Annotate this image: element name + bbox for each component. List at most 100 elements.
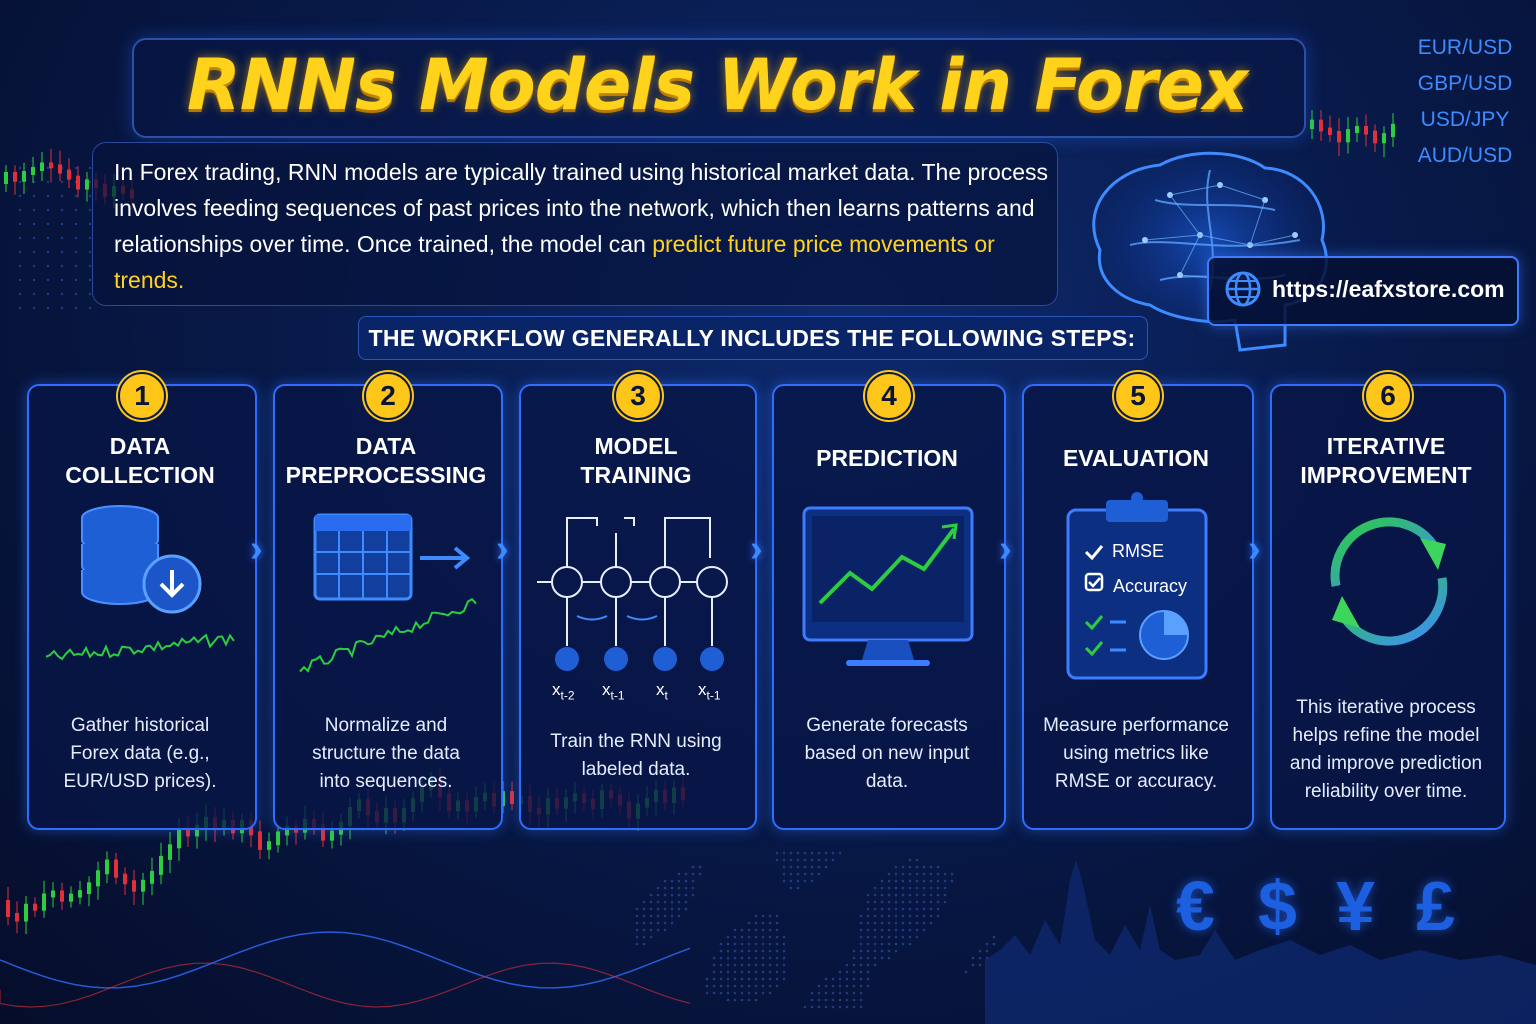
map-dot bbox=[663, 879, 667, 883]
map-dot bbox=[866, 977, 870, 981]
map-dot bbox=[726, 942, 730, 946]
grid-dot bbox=[88, 166, 92, 170]
map-dot bbox=[642, 914, 646, 918]
grid-dot bbox=[60, 278, 64, 282]
step-title-line: DATA bbox=[109, 433, 171, 459]
map-dot bbox=[922, 928, 926, 932]
map-dot bbox=[852, 991, 856, 995]
grid-dot bbox=[46, 208, 50, 212]
grid-dot bbox=[32, 292, 36, 296]
candle-body bbox=[69, 893, 73, 902]
map-dot bbox=[978, 963, 982, 967]
map-dot bbox=[901, 907, 905, 911]
map-dot bbox=[894, 879, 898, 883]
map-dot bbox=[894, 872, 898, 876]
map-dot bbox=[796, 865, 800, 869]
map-dot bbox=[649, 893, 653, 897]
map-dot bbox=[719, 963, 723, 967]
map-dot bbox=[726, 963, 730, 967]
map-dot bbox=[838, 851, 842, 855]
map-dot bbox=[775, 956, 779, 960]
map-dot bbox=[677, 900, 681, 904]
candle-body bbox=[195, 824, 199, 837]
grid-dot bbox=[60, 222, 64, 226]
step-number-badge: 6 bbox=[1364, 372, 1412, 420]
chevron-right-icon: › bbox=[1248, 528, 1261, 570]
grid-dot bbox=[18, 236, 22, 240]
intro-panel bbox=[92, 142, 1058, 306]
grid-dot bbox=[88, 236, 92, 240]
map-dot bbox=[845, 963, 849, 967]
map-dot bbox=[929, 865, 933, 869]
grid-dot bbox=[32, 194, 36, 198]
map-dot bbox=[663, 928, 667, 932]
map-dot bbox=[684, 886, 688, 890]
map-dot bbox=[887, 949, 891, 953]
map-dot bbox=[796, 886, 800, 890]
currency-pair: EUR/USD bbox=[1417, 36, 1513, 59]
candle-body bbox=[33, 903, 37, 911]
map-dot bbox=[887, 872, 891, 876]
map-dot bbox=[649, 907, 653, 911]
map-dot bbox=[817, 858, 821, 862]
map-dot bbox=[880, 907, 884, 911]
map-dot bbox=[943, 900, 947, 904]
map-dot bbox=[712, 963, 716, 967]
rnn-input-symbol: x bbox=[552, 680, 561, 699]
map-dot bbox=[768, 984, 772, 988]
globe-icon bbox=[1225, 271, 1261, 307]
map-dot bbox=[901, 879, 905, 883]
map-dot bbox=[866, 942, 870, 946]
step-card-iterative-improvement bbox=[1270, 384, 1506, 830]
grid-dot bbox=[88, 180, 92, 184]
map-dot bbox=[922, 921, 926, 925]
map-dot bbox=[740, 928, 744, 932]
grid-dot bbox=[32, 208, 36, 212]
map-dot bbox=[677, 907, 681, 911]
candle-body bbox=[159, 855, 163, 875]
map-dot bbox=[782, 963, 786, 967]
map-dot bbox=[754, 935, 758, 939]
map-dot bbox=[810, 879, 814, 883]
candle-body bbox=[24, 903, 28, 922]
website-url[interactable]: https://eafxstore.com bbox=[1272, 276, 1505, 302]
map-dot bbox=[894, 914, 898, 918]
map-dot bbox=[761, 914, 765, 918]
candle-body bbox=[132, 880, 136, 892]
step-title-line: IMPROVEMENT bbox=[1300, 462, 1472, 488]
map-dot bbox=[726, 956, 730, 960]
grid-dot bbox=[74, 306, 78, 310]
map-dot bbox=[768, 942, 772, 946]
candle-body bbox=[85, 179, 89, 190]
step-number-badge: 1 bbox=[118, 372, 166, 420]
currency-pair-list: EUR/USD GBP/USD USD/JPY AUD/USD bbox=[1410, 30, 1520, 174]
map-dot bbox=[789, 858, 793, 862]
map-dot bbox=[691, 879, 695, 883]
grid-dot bbox=[46, 194, 50, 198]
map-dot bbox=[747, 970, 751, 974]
steps-banner bbox=[358, 316, 1148, 360]
map-dot bbox=[712, 956, 716, 960]
map-dot bbox=[719, 949, 723, 953]
grid-dot bbox=[74, 166, 78, 170]
map-dot bbox=[684, 872, 688, 876]
map-dot bbox=[670, 879, 674, 883]
trend-line bbox=[0, 931, 691, 989]
map-dot bbox=[971, 956, 975, 960]
map-dot bbox=[775, 928, 779, 932]
map-dot bbox=[845, 984, 849, 988]
grid-dot bbox=[88, 208, 92, 212]
map-dot bbox=[740, 984, 744, 988]
map-dot bbox=[677, 872, 681, 876]
map-dot bbox=[768, 914, 772, 918]
map-dot bbox=[922, 879, 926, 883]
map-dot bbox=[901, 893, 905, 897]
map-dot bbox=[649, 928, 653, 932]
grid-dot bbox=[60, 306, 64, 310]
candle-body bbox=[42, 893, 46, 911]
map-dot bbox=[929, 886, 933, 890]
grid-dot bbox=[74, 292, 78, 296]
map-dot bbox=[936, 900, 940, 904]
candle-body bbox=[1382, 133, 1386, 144]
map-dot bbox=[894, 893, 898, 897]
